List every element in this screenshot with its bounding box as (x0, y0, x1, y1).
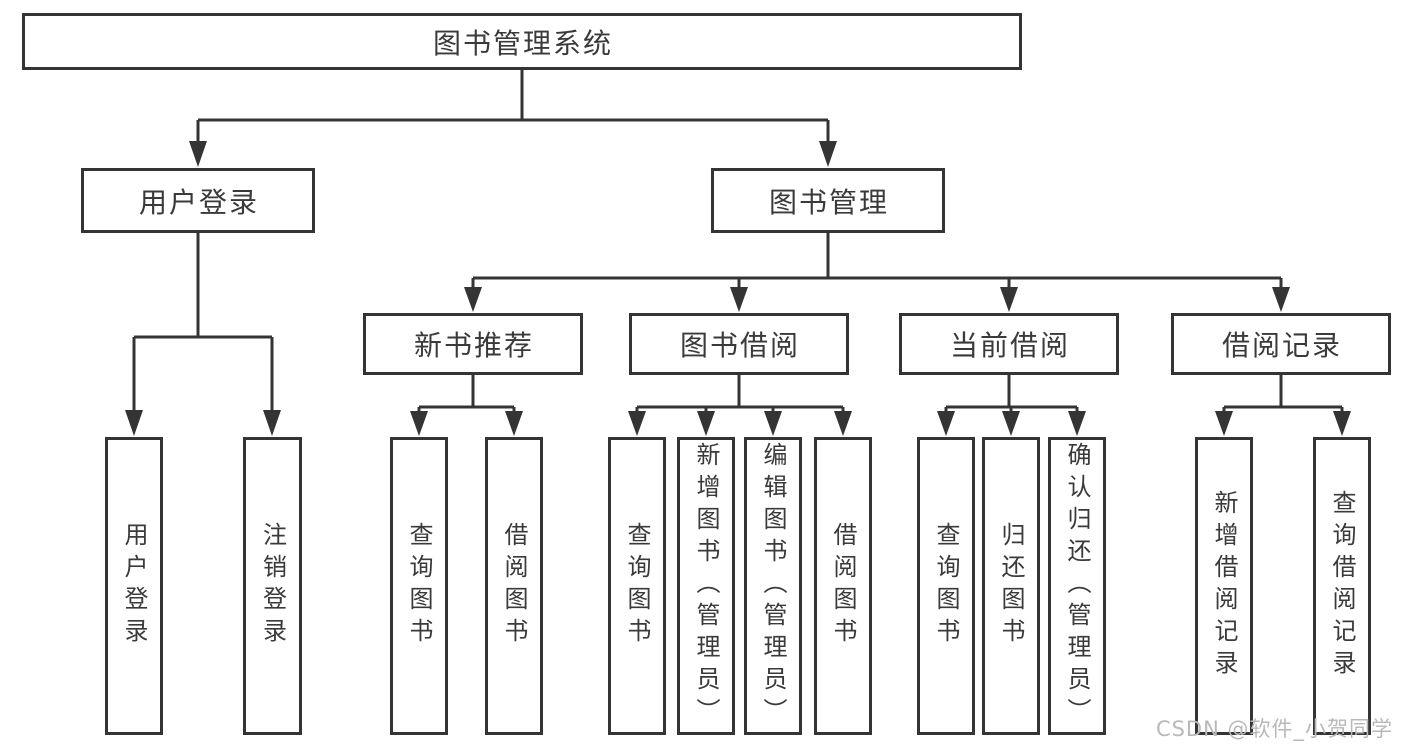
node-root-system: 图书管理系统 (22, 13, 1022, 70)
arrowhead-icon (937, 411, 955, 436)
arrowhead-icon (1272, 287, 1290, 312)
connectors-new-book-rec (410, 374, 523, 436)
arrowhead-icon (410, 411, 428, 436)
node-label: 新书推荐 (413, 329, 534, 362)
leaf-label: 查询图书 (623, 522, 651, 650)
arrowhead-icon (1215, 411, 1233, 436)
node-label: 借阅记录 (1221, 329, 1342, 362)
connectors-current-borrow (937, 374, 1086, 436)
arrowhead-icon (834, 411, 852, 436)
leaf-current-return-books: 归还图书 (982, 437, 1040, 735)
leaf-label: 借阅图书 (829, 522, 857, 650)
node-label: 图书管理 (768, 185, 889, 219)
node-label: 图书借阅 (679, 329, 800, 362)
leaf-borrow-edit-books-admin: 编辑图书（管理员） (744, 437, 802, 735)
arrowhead-icon (1068, 411, 1086, 436)
leaf-record-add-borrow-record: 新增借阅记录 (1195, 437, 1253, 735)
leaf-newbook-borrow-books: 借阅图书 (485, 437, 543, 735)
leaf-label: 新增借阅记录 (1210, 490, 1238, 682)
arrowhead-icon (1000, 287, 1018, 312)
node-label: 用户登录 (138, 185, 259, 219)
leaf-current-confirm-return-admin: 确认归还（管理员） (1048, 437, 1106, 735)
arrowhead-icon (464, 287, 482, 312)
leaf-label: 查询借阅记录 (1328, 490, 1356, 682)
arrowhead-icon (189, 141, 207, 167)
leaf-borrow-query-books: 查询图书 (608, 437, 666, 735)
leaf-borrow-borrow-books: 借阅图书 (814, 437, 872, 735)
leaf-label: 注销登录 (258, 522, 287, 650)
node-new-book-recommend: 新书推荐 (363, 313, 583, 375)
node-borrow-record: 借阅记录 (1171, 313, 1391, 375)
arrowhead-icon (1002, 411, 1020, 436)
arrowhead-icon (505, 411, 523, 436)
node-current-borrow: 当前借阅 (899, 313, 1119, 375)
arrowhead-icon (764, 411, 782, 436)
node-book-borrow: 图书借阅 (629, 313, 849, 375)
leaf-label: 查询图书 (932, 522, 960, 650)
leaf-record-query-borrow-record: 查询借阅记录 (1313, 437, 1371, 735)
connectors-user-login (125, 232, 281, 436)
arrowhead-icon (819, 141, 837, 167)
leaf-label: 用户登录 (120, 522, 148, 650)
leaf-borrow-add-books-admin: 新增图书（管理员） (677, 437, 735, 735)
arrowhead-icon (628, 411, 646, 436)
connectors-root-to-level2 (189, 70, 837, 167)
csdn-watermark: CSDN @软件_小贺同学 (1155, 717, 1393, 741)
leaf-label: 编辑图书（管理员） (759, 442, 787, 730)
leaf-newbook-query-books: 查询图书 (390, 437, 448, 735)
node-user-login: 用户登录 (81, 168, 315, 233)
arrowhead-icon (1333, 411, 1351, 436)
leaf-label: 借阅图书 (500, 522, 528, 650)
leaf-label: 查询图书 (405, 522, 433, 650)
leaf-label: 新增图书（管理员） (692, 442, 720, 730)
leaf-label: 确认归还（管理员） (1063, 442, 1091, 730)
arrowhead-icon (263, 410, 281, 436)
connectors-borrow-record (1215, 374, 1351, 436)
node-label: 图书管理系统 (432, 26, 613, 60)
leaf-user-login: 用户登录 (105, 437, 163, 735)
leaf-current-query-books: 查询图书 (917, 437, 975, 735)
arrowhead-icon (730, 287, 748, 312)
arrowhead-icon (697, 411, 715, 436)
leaf-label: 归还图书 (997, 522, 1025, 650)
arrowhead-icon (125, 410, 143, 436)
node-book-management: 图书管理 (711, 168, 945, 233)
node-label: 当前借阅 (949, 329, 1070, 362)
leaf-logout-login: 注销登录 (243, 437, 302, 735)
connectors-book-borrow (628, 374, 852, 436)
connectors-book-mgmt (464, 232, 1290, 312)
